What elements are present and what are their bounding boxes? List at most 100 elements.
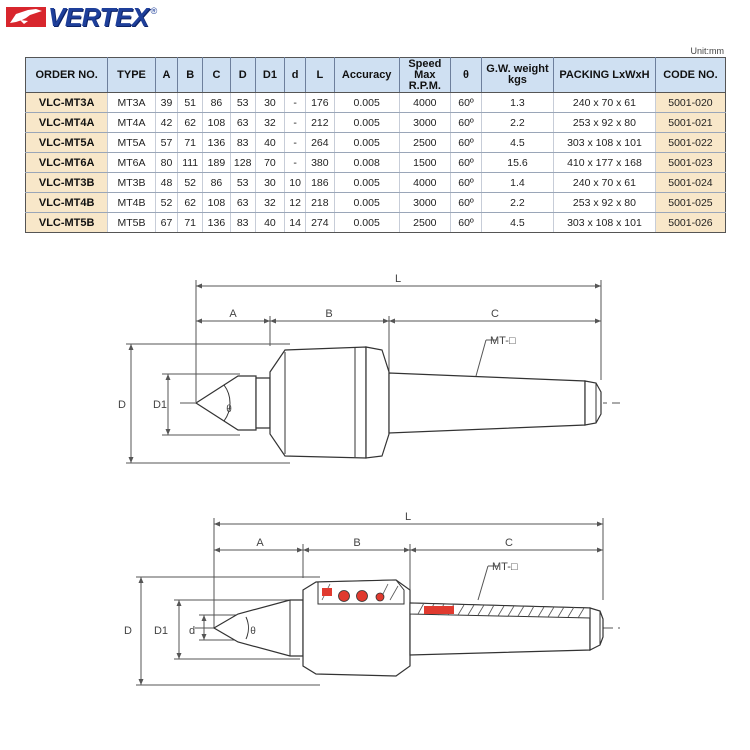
cell-packing: 240 x 70 x 61 <box>552 92 656 113</box>
cell-a: 42 <box>154 112 179 133</box>
cell-speed: 4000 <box>398 92 452 113</box>
cell-d1: 32 <box>254 112 286 133</box>
cell-d1: 70 <box>254 152 286 173</box>
spec-table: ORDER NO. TYPE A B C D D1 d L Accuracy S… <box>24 57 727 233</box>
col-header-a: A <box>154 57 179 93</box>
top-label-d: D <box>118 399 126 411</box>
cell-b: 71 <box>177 132 204 153</box>
live-center-drawing-b: L A B C D D1 d θ MT-□ <box>124 511 620 686</box>
cell-d-upper: 83 <box>229 132 256 153</box>
cell-d1: 30 <box>254 172 286 193</box>
cell-c: 86 <box>202 172 231 193</box>
bottom-label-d-small: d <box>189 625 195 637</box>
col-header-speed: Speed Max R.P.M. <box>398 57 452 93</box>
cell-b: 71 <box>177 212 204 233</box>
brand-logo: VERTEX ® <box>6 4 157 30</box>
cell-b: 62 <box>177 192 204 213</box>
col-header-c: C <box>202 57 231 93</box>
cell-d-lower: - <box>284 152 306 173</box>
cell-speed: 3000 <box>398 192 452 213</box>
cell-c: 136 <box>202 212 231 233</box>
col-header-l: L <box>304 57 335 93</box>
cell-code-no: 5001-020 <box>654 92 727 113</box>
cell-type: MT4B <box>107 192 156 213</box>
cell-a: 52 <box>154 192 179 213</box>
cell-code-no: 5001-022 <box>654 132 727 153</box>
top-label-c: C <box>491 308 499 320</box>
cell-d-upper: 128 <box>229 152 256 173</box>
cell-weight: 2.2 <box>480 192 554 213</box>
bottom-label-d1: D1 <box>154 625 168 637</box>
cell-l: 264 <box>304 132 335 153</box>
col-header-d-lower: d <box>284 57 306 93</box>
cell-accuracy: 0.005 <box>333 112 400 133</box>
cell-weight: 1.4 <box>480 172 554 193</box>
cell-l: 212 <box>304 112 335 133</box>
registered-mark: ® <box>150 6 158 16</box>
brand-name: VERTEX <box>48 2 149 32</box>
cell-d-lower: - <box>284 92 306 113</box>
cell-d-upper: 53 <box>229 172 256 193</box>
cell-packing: 253 x 92 x 80 <box>552 112 656 133</box>
cell-packing: 240 x 70 x 61 <box>552 172 656 193</box>
cell-weight: 2.2 <box>480 112 554 133</box>
cell-speed: 2500 <box>398 132 452 153</box>
col-header-theta: θ <box>450 57 482 93</box>
col-header-d1: D1 <box>254 57 286 93</box>
cell-type: MT6A <box>107 152 156 173</box>
cell-speed: 1500 <box>398 152 452 173</box>
cell-type: MT3A <box>107 92 156 113</box>
cell-c: 86 <box>202 92 231 113</box>
cell-weight: 1.3 <box>480 92 554 113</box>
cell-c: 108 <box>202 192 231 213</box>
top-label-d1: D1 <box>153 399 167 411</box>
cell-d1: 40 <box>254 132 286 153</box>
cell-d-upper: 83 <box>229 212 256 233</box>
cell-d-lower: 14 <box>284 212 306 233</box>
cell-d1: 32 <box>254 192 286 213</box>
cell-l: 218 <box>304 192 335 213</box>
cell-d-lower: 10 <box>284 172 306 193</box>
col-header-d-upper: D <box>229 57 256 93</box>
cell-weight: 15.6 <box>480 152 554 173</box>
bottom-label-d: D <box>124 625 132 637</box>
top-label-a: A <box>229 308 237 320</box>
cell-weight: 4.5 <box>480 132 554 153</box>
cell-accuracy: 0.005 <box>333 132 400 153</box>
cell-speed: 4000 <box>398 172 452 193</box>
cell-theta: 60º <box>450 192 482 213</box>
top-label-b: B <box>325 308 332 320</box>
cell-type: MT5B <box>107 212 156 233</box>
cell-accuracy: 0.005 <box>333 92 400 113</box>
cell-packing: 410 x 177 x 168 <box>552 152 656 173</box>
col-header-code-no: CODE NO. <box>654 57 727 93</box>
live-center-drawing-a: L A B C D D1 θ MT-□ <box>118 273 620 464</box>
cell-order-no: VLC-MT6A <box>24 152 109 173</box>
col-header-packing: PACKING LxWxH <box>552 57 656 93</box>
cell-type: MT3B <box>107 172 156 193</box>
cell-accuracy: 0.008 <box>333 152 400 173</box>
bottom-label-theta: θ <box>250 626 256 637</box>
cell-b: 62 <box>177 112 204 133</box>
cell-theta: 60º <box>450 172 482 193</box>
cell-d-upper: 63 <box>229 112 256 133</box>
cell-b: 52 <box>177 172 204 193</box>
bottom-label-l: L <box>405 511 411 523</box>
eagle-logo-icon <box>6 7 46 27</box>
cell-l: 176 <box>304 92 335 113</box>
cell-order-no: VLC-MT4A <box>24 112 109 133</box>
cell-code-no: 5001-021 <box>654 112 727 133</box>
cell-d1: 30 <box>254 92 286 113</box>
cell-a: 67 <box>154 212 179 233</box>
cell-packing: 253 x 92 x 80 <box>552 192 656 213</box>
cell-accuracy: 0.005 <box>333 192 400 213</box>
col-header-weight: G.W. weight kgs <box>480 57 554 93</box>
cell-a: 39 <box>154 92 179 113</box>
cell-theta: 60º <box>450 92 482 113</box>
cell-accuracy: 0.005 <box>333 212 400 233</box>
cell-d-lower: - <box>284 132 306 153</box>
